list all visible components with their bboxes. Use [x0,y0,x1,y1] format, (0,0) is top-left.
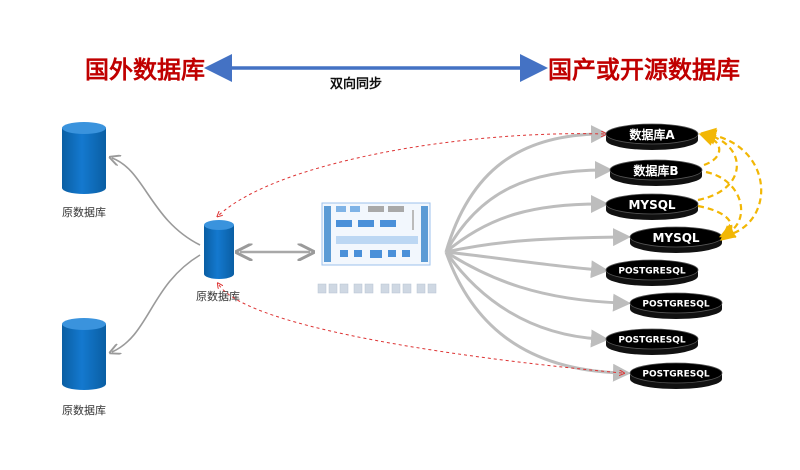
foreign-db-title: 国外数据库 [85,56,205,84]
disk-top [609,159,703,181]
fanout-arrow-6 [445,250,631,312]
gold-arrow-mysql2-to-a [700,127,763,238]
fanout-arrow-4 [445,228,631,254]
gold-arrow-mysql1-to-mysql2 [697,204,737,241]
disk-top [605,193,699,215]
sync-engine-box [321,202,431,266]
source-db-middle: 原数据库 [196,220,240,303]
target-db-disk: POSTGRESQL [605,259,699,286]
target-db-disk: POSTGRESQL [629,292,723,319]
target-db-disk: POSTGRESQL [605,328,699,355]
target-db-disk: MYSQL [605,193,699,220]
gold-arrow-b-to-a [698,131,721,167]
target-db-label: 数据库A [629,127,675,142]
target-db-label: MYSQL [652,231,699,245]
fanout-arrow-3 [445,195,609,254]
target-db-label: POSTGRESQL [618,267,685,277]
target-db-disk: MYSQL [629,226,723,253]
disk-top [629,292,723,314]
disk-top [605,328,699,350]
target-db-disk: 数据库A [605,123,699,150]
source-db-top: 原数据库 [62,122,106,219]
red-dashed-arrow-bottom [219,285,622,373]
gold-arrow-b-to-mysql2 [705,170,743,238]
disk-top [629,362,723,384]
arrow-middle-to-bottom [112,254,201,352]
sync-label: 双向同步 [330,76,382,92]
domestic-db-title: 国产或开源数据库 [548,56,740,84]
target-db-label: POSTGRESQL [618,336,685,346]
disk-top [605,123,699,145]
source-db-bottom-label: 原数据库 [62,403,106,417]
target-db-label: POSTGRESQL [642,300,709,310]
arrow-middle-to-top [112,158,201,246]
red-dashed-arrow-top [219,134,604,215]
disk-top [605,259,699,281]
source-db-top-label: 原数据库 [62,205,106,219]
target-db-disk: POSTGRESQL [629,362,723,389]
target-db-disk: 数据库B [609,159,703,186]
target-db-label: 数据库B [633,163,678,178]
source-db-middle-label: 原数据库 [196,289,240,303]
gold-arrow-mysql1-to-a [697,129,738,202]
fanout-arrow-5 [445,250,609,279]
target-db-label: POSTGRESQL [642,370,709,380]
source-db-bottom: 原数据库 [62,318,106,417]
engine-storage-icons [317,283,437,294]
target-db-label: MYSQL [628,198,675,212]
